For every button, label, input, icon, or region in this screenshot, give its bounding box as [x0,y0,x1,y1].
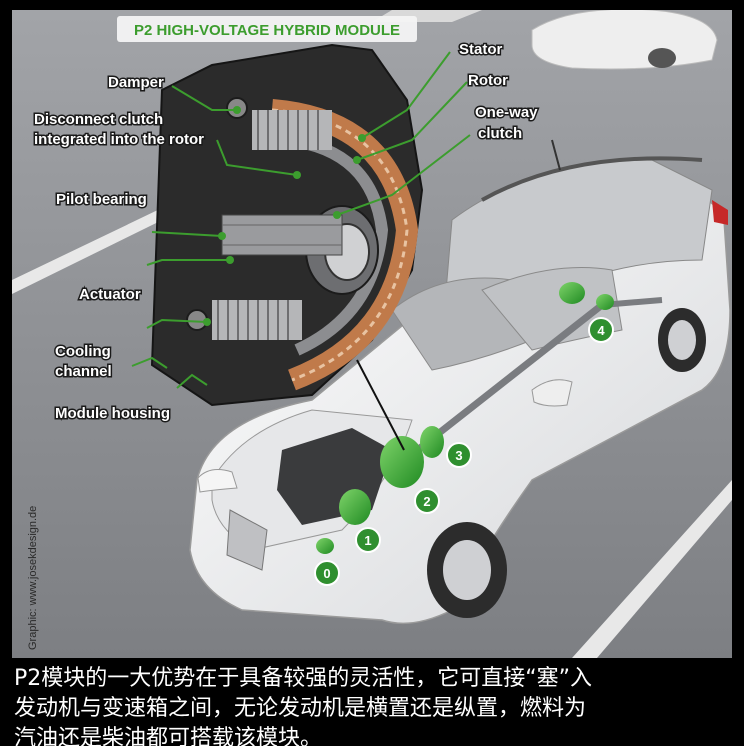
marker-1: 1 [356,528,380,552]
svg-text:1: 1 [364,533,371,548]
marker-3: 3 [447,443,471,467]
svg-text:2: 2 [423,494,430,509]
label-module-housing: Module housing [55,405,170,422]
label-one-way-clutch: One-way [475,104,538,121]
graphic-credit: Graphic: www.josekdesign.de [27,506,39,650]
caption-line-3: 汽油还是柴油都可搭载该模块。 [14,724,734,746]
label-pilot-bearing: Pilot bearing [56,191,147,208]
caption-line-2: 发动机与变速箱之间，无论发动机是横置还是纵置，燃料为 [14,694,734,724]
svg-text:3: 3 [455,448,462,463]
label-actuator: Actuator [79,286,141,303]
marker-4: 4 [589,318,613,342]
marker-0: 0 [315,561,339,585]
label-cooling-channel: Cooling [55,343,111,360]
svg-text:4: 4 [597,323,605,338]
svg-text:0: 0 [323,566,330,581]
label-disconnect-clutch-line2: integrated into the rotor [34,131,204,148]
hybrid-module-housing [380,436,424,488]
rear-axle-part [559,282,585,304]
label-one-way-clutch-line2: clutch [478,125,522,142]
caption-text: P2模块的一大优势在于具备较强的灵活性，它可直接“塞”入 发动机与变速箱之间，无… [0,660,744,746]
label-disconnect-clutch: Disconnect clutch [34,111,163,128]
caption-line-1: P2模块的一大优势在于具备较强的灵活性，它可直接“塞”入 [14,664,734,694]
hybrid-module-illustration: 0 1 2 3 4 P2 HIGH-VOLTAGE HYBRID MODULE [12,10,732,658]
label-rotor: Rotor [468,72,508,89]
background-car [532,10,717,69]
transmission-part [339,489,371,525]
label-damper: Damper [108,74,164,91]
diagram-title: P2 HIGH-VOLTAGE HYBRID MODULE [134,22,400,39]
label-stator: Stator [459,41,503,58]
marker-2: 2 [415,489,439,513]
label-cooling-channel-line2: channel [55,363,112,380]
